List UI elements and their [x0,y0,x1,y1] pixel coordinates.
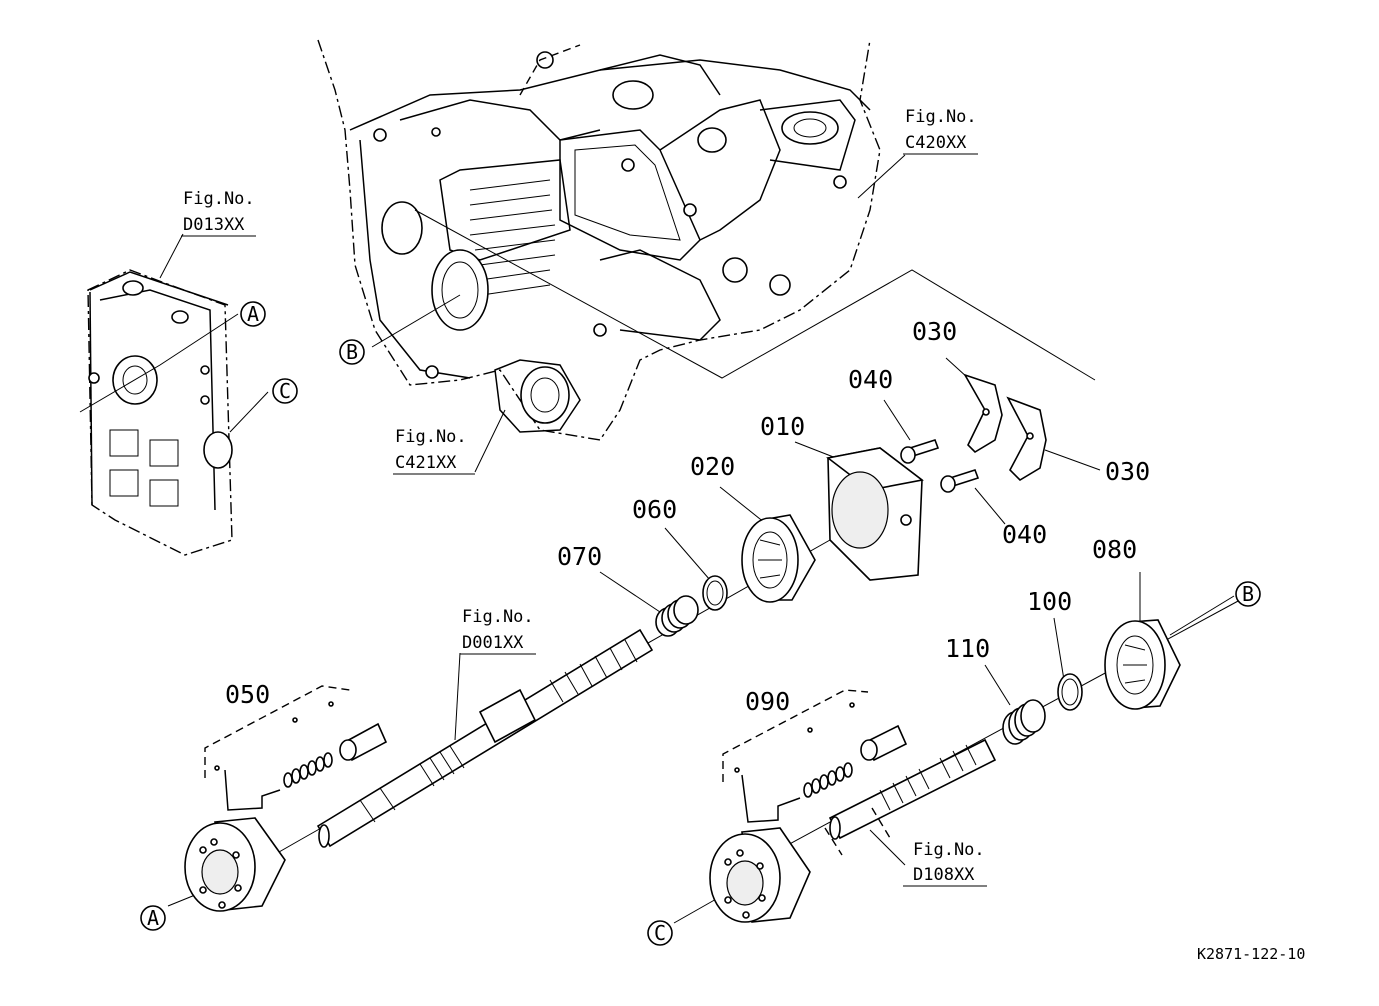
figref-d013: Fig.No. D013XX [181,189,256,237]
callout-060: 060 [632,495,677,524]
callout-080: 080 [1092,535,1137,564]
figref-c421: Fig.No. C421XX [393,427,475,475]
callout-100: 100 [1027,587,1072,616]
connector-C-valve-body: C [272,378,298,404]
callout-030-lower: 030 [1105,457,1150,486]
callout-070: 070 [557,542,602,571]
snap-ring-100 [1057,673,1083,711]
svg-text:C: C [654,921,666,945]
svg-text:A: A [147,906,159,930]
callout-050: 050 [225,680,270,709]
callout-110: 110 [945,634,990,663]
spring-110 [1002,699,1046,745]
spring-050 [283,752,333,788]
connector-A-piston: A [140,905,166,931]
bearing-080 [1104,619,1181,710]
figref-d108-code: D108XX [913,865,975,885]
lower-shaft-drawing [709,619,1181,923]
leader-lines [79,154,1235,924]
shaft-axes [229,539,1241,881]
figref-c421-code: C421XX [395,453,457,473]
svg-text:B: B [346,340,358,364]
valve-body-drawing [87,269,233,556]
callout-020: 020 [690,452,735,481]
bearing-020 [741,514,816,603]
callout-010: 010 [760,412,805,441]
callout-030-upper: 030 [912,317,957,346]
callout-040-upper: 040 [848,365,893,394]
piston-set-090 [722,689,908,823]
connector-A-valve-body: A [240,301,266,327]
connector-B-case: B [339,339,365,365]
svg-text:Fig.No.: Fig.No. [462,607,534,627]
figref-c420: Fig.No. C420XX [903,107,978,155]
svg-text:Fig.No.: Fig.No. [905,107,977,127]
connector-B-shaft: B [1235,581,1261,607]
figref-c420-code: C420XX [905,133,967,153]
shim-030-upper [963,373,1003,454]
callout-090: 090 [745,687,790,716]
svg-text:Fig.No.: Fig.No. [183,189,255,209]
housing-010 [826,447,924,581]
piston-C-drum [709,827,811,923]
svg-text:Fig.No.: Fig.No. [395,427,467,447]
svg-text:C: C [279,379,291,403]
spring-090 [803,762,853,798]
figref-d001: Fig.No. D001XX [460,607,536,655]
screw-040-upper [900,439,940,464]
svg-text:A: A [247,302,259,326]
connector-markers: A C B B A C [140,301,1261,946]
spring-070 [655,595,699,637]
screw-040-lower [940,469,980,493]
upper-shaft-drawing [184,373,1047,912]
figure-references: Fig.No. C420XX Fig.No. D013XX Fig.No. C4… [181,107,987,887]
svg-text:B: B [1242,582,1254,606]
callout-labels: 010 020 030 030 040 040 050 060 070 080 … [225,317,1150,716]
figref-d001-code: D001XX [462,633,524,653]
callout-040-lower: 040 [1002,520,1047,549]
svg-text:Fig.No.: Fig.No. [913,840,985,860]
figref-d108: Fig.No. D108XX [903,840,987,887]
snap-ring-060 [702,575,728,611]
shim-030-lower [1006,396,1047,482]
piston-A-drum [184,817,286,912]
connector-C-piston: C [647,920,673,946]
transmission-case-drawing [317,39,881,441]
figref-d013-code: D013XX [183,215,245,235]
diagram-code: K2871-122-10 [1197,945,1305,963]
piston-set-050 [204,685,388,811]
